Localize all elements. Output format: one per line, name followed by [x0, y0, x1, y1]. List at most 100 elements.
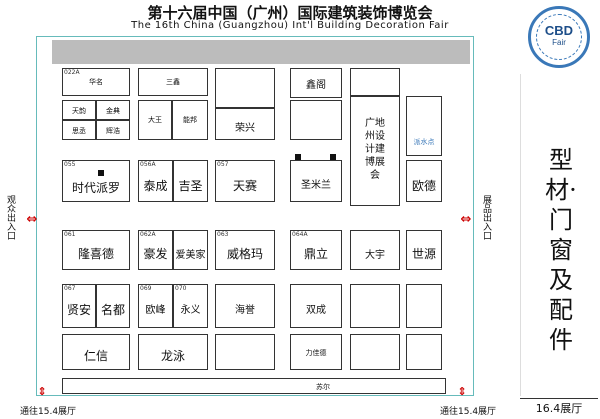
booth-rongxing[interactable]: 荣兴	[215, 108, 275, 140]
pillar-marker	[330, 154, 336, 160]
booth-shengmilan[interactable]: 圣米兰	[290, 160, 342, 202]
booth-name: 欧峰	[145, 305, 166, 316]
booth-sicheng[interactable]: 思丞	[62, 120, 96, 140]
booth-shuangcheng[interactable]: 双成	[290, 284, 342, 328]
logo-sub: Fair	[552, 38, 566, 47]
booth-area-094[interactable]	[215, 334, 275, 370]
booth-070[interactable]: 070 永义	[173, 284, 208, 328]
booth-name: 天韵	[72, 107, 86, 115]
hall-name: 16.4展厅	[520, 398, 598, 419]
pillar-marker	[98, 170, 104, 176]
logo-ring-icon	[536, 14, 582, 60]
booth-number: 063	[217, 231, 229, 238]
pillar-marker	[295, 154, 301, 160]
down-arrow-icon: ⇕	[37, 385, 47, 398]
booth-number: 055	[64, 161, 76, 168]
left-exit-label: 观众出入口	[5, 195, 15, 240]
booth-name: 仁信	[83, 349, 108, 363]
booth-area-098[interactable]	[350, 334, 400, 370]
booth-name: 圣米兰	[301, 180, 331, 191]
booth-dawang[interactable]: 大王	[138, 100, 172, 140]
booth-name: 永义	[180, 305, 201, 316]
booth-area-032[interactable]	[215, 68, 275, 108]
booth-name: 双成	[306, 305, 326, 316]
category-label: 型材·门窗及配件	[545, 146, 577, 354]
booth-name: 荣兴	[235, 123, 255, 134]
booth-name: 大宇	[365, 250, 385, 261]
booth-renxin[interactable]: 仁信	[62, 334, 130, 370]
booth-mingdu[interactable]: 名都	[96, 284, 130, 328]
booth-number: 070	[175, 285, 187, 292]
booth-number: 067	[64, 285, 76, 292]
booth-name: 派水点	[413, 138, 435, 146]
booth-name: 吉圣	[178, 179, 203, 193]
booth-name: 鑫阁	[306, 80, 326, 91]
booth-name: 辉浩	[106, 127, 120, 135]
booth-name: 泰成	[143, 179, 168, 193]
booth-name: 思丞	[72, 127, 86, 135]
booth-061[interactable]: 061 隆喜德	[62, 230, 130, 270]
booth-name: 贤安	[66, 303, 91, 317]
booth-area-043[interactable]	[350, 68, 400, 96]
booth-name: 豪发	[143, 247, 168, 261]
booth-name: 欧德	[411, 179, 436, 193]
booth-number: 064A	[292, 231, 308, 238]
down-arrow-icon: ⇕	[457, 385, 467, 398]
left-exit-arrow-icon: ⇔	[26, 212, 38, 227]
booth-tianyun[interactable]: 天韵	[62, 100, 96, 120]
booth-aimeijia[interactable]: 爱美家	[173, 230, 208, 270]
booth-name: 爱美家	[175, 250, 206, 261]
booth-055[interactable]: 055 时代派罗	[62, 160, 130, 202]
logo-text: CBD	[544, 23, 574, 38]
page-title: 第十六届中国（广州）国际建筑装饰博览会	[147, 4, 433, 22]
booth-name: 隆喜德	[77, 247, 114, 261]
booth-number: 062A	[140, 231, 156, 238]
booth-huihao[interactable]: 辉浩	[96, 120, 130, 140]
booth-number: 022A	[64, 69, 80, 76]
booth-area-085[interactable]	[406, 284, 442, 328]
booth-area-083[interactable]	[350, 284, 400, 328]
booth-nengbang[interactable]: 能邦	[172, 100, 208, 140]
booth-paishuidian[interactable]: 派水点	[406, 96, 442, 156]
booth-069[interactable]: 069 欧峰	[138, 284, 173, 328]
booth-area-040[interactable]	[290, 100, 342, 140]
booth-064a[interactable]: 064A 鼎立	[290, 230, 342, 270]
booth-bottom-row[interactable]: 苏尔	[62, 378, 446, 394]
booth-067[interactable]: 067 贤安	[62, 284, 96, 328]
booth-jindian[interactable]: 金典	[96, 100, 130, 120]
page-subtitle: The 16th China (Guangzhou) Int'l Buildin…	[131, 20, 449, 31]
booth-sanxin[interactable]: 三鑫	[138, 68, 208, 96]
booth-name: 能邦	[183, 116, 197, 124]
booth-number: 069	[140, 285, 152, 292]
booth-063[interactable]: 063 威格玛	[215, 230, 275, 270]
booth-022a[interactable]: 022A 华名	[62, 68, 130, 96]
bottom-left-label: 通往15.4展厅	[20, 407, 77, 417]
booth-dayu[interactable]: 大宇	[350, 230, 400, 270]
booth-057[interactable]: 057 天赛	[215, 160, 275, 202]
booth-longyong[interactable]: 龙泳	[138, 334, 208, 370]
booth-name: 华名	[89, 78, 103, 86]
booth-guangzhou-design[interactable]: 广地州设计建博展会	[350, 96, 400, 206]
booth-haiyu[interactable]: 海誉	[215, 284, 275, 328]
category-panel	[520, 74, 598, 396]
booth-062a[interactable]: 062A 豪发	[138, 230, 173, 270]
hall-floor-plan	[36, 36, 474, 396]
booth-name: 金典	[106, 107, 120, 115]
right-exit-arrow-icon: ⇔	[460, 212, 472, 227]
booth-056a[interactable]: 056A 泰成	[138, 160, 173, 202]
cbd-fair-logo: CBD Fair	[528, 6, 590, 68]
booth-name: 鼎立	[303, 247, 328, 261]
booth-number: 061	[64, 231, 76, 238]
booth-shiyuan[interactable]: 世源	[406, 230, 442, 270]
booth-name: 世源	[411, 247, 436, 261]
booth-oude[interactable]: 欧德	[406, 160, 442, 202]
right-exit-label: 展品出入口	[481, 195, 491, 240]
booth-name: 名都	[100, 303, 125, 317]
booth-area-100[interactable]	[406, 334, 442, 370]
booth-name: 力佳德	[305, 349, 327, 357]
booth-jisheng[interactable]: 吉圣	[173, 160, 208, 202]
booth-name: 龙泳	[160, 349, 185, 363]
booth-lijiade[interactable]: 力佳德	[290, 334, 342, 370]
booth-name: 威格玛	[226, 247, 263, 261]
booth-xinge[interactable]: 鑫阁	[290, 68, 342, 98]
